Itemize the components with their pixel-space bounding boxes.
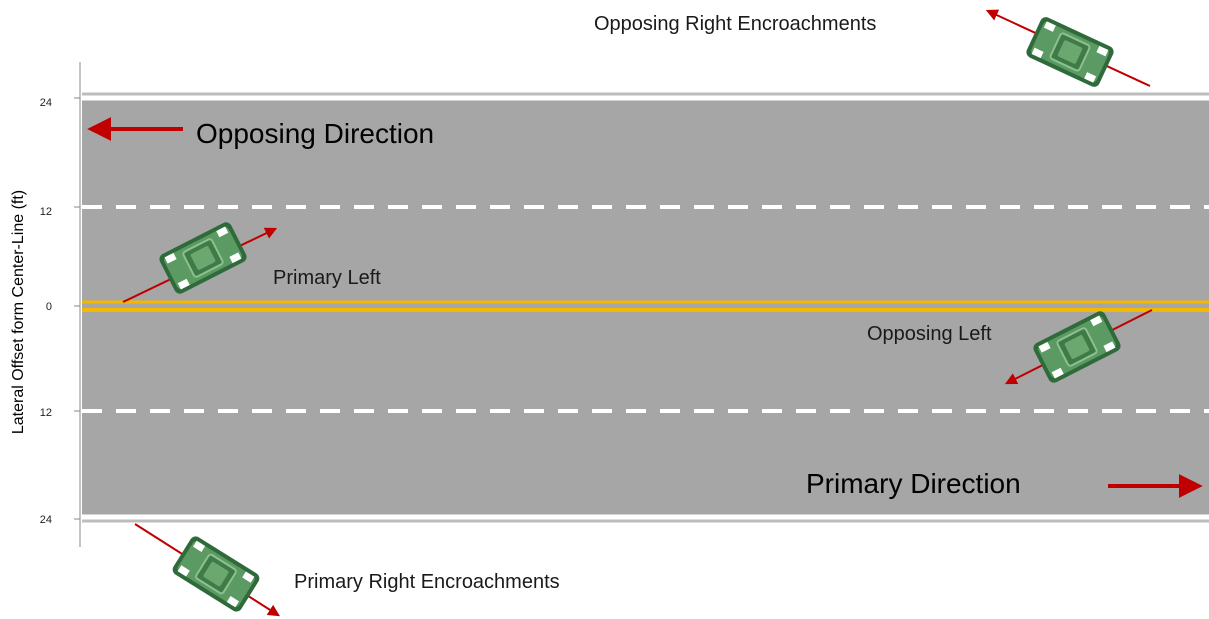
opposing-direction-label: Opposing Direction	[196, 118, 434, 149]
y-axis-title: Lateral Offset form Center-Line (ft)	[10, 190, 27, 434]
primary-right-encroachment-label: Primary Right Encroachments	[294, 571, 560, 593]
primary-right-car-icon	[169, 533, 263, 615]
primary-left-label: Primary Left	[273, 267, 381, 289]
y-tick-label: 24	[40, 97, 52, 109]
y-tick-label: 0	[46, 301, 52, 313]
road-surface	[82, 98, 1209, 516]
opposing-right-encroachment-label: Opposing Right Encroachments	[594, 13, 876, 35]
opposing-right-car-icon	[1023, 14, 1117, 90]
y-tick-label: 12	[40, 206, 52, 218]
primary-direction-label: Primary Direction	[806, 468, 1021, 499]
y-tick-label: 12	[40, 407, 52, 419]
y-tick-label: 24	[40, 514, 52, 526]
opposing-left-label: Opposing Left	[867, 323, 992, 345]
